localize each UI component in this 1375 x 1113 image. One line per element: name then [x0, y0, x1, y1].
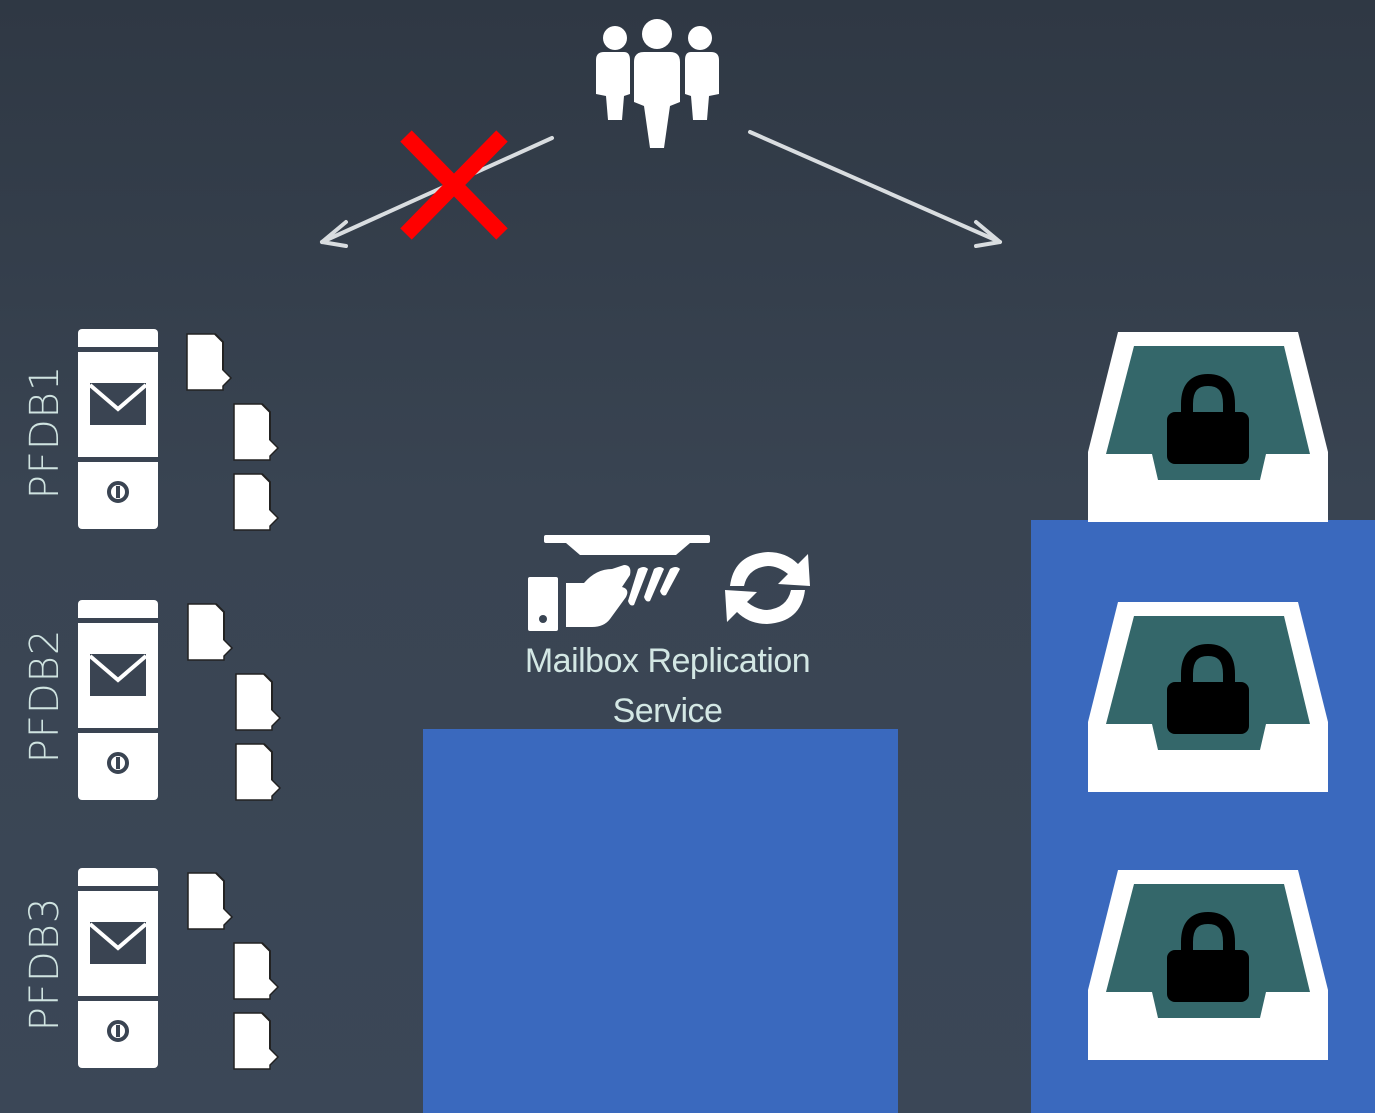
folder-icon — [186, 333, 233, 391]
sync-icon — [725, 552, 810, 624]
locked-mailbox-icon — [1088, 870, 1328, 1060]
arrow-head-left — [320, 220, 348, 248]
mail-server-icon — [78, 600, 158, 800]
red-x-icon — [400, 130, 508, 240]
locked-mailbox-icon — [1088, 602, 1328, 792]
folder-icon — [187, 872, 234, 930]
pfdb2-label: PFDB2 — [22, 628, 68, 764]
folder-icon — [235, 743, 282, 801]
folder-icon — [235, 673, 282, 731]
mail-server-icon — [78, 868, 158, 1068]
folder-icon — [233, 1012, 280, 1070]
users-group-icon — [596, 19, 719, 148]
service-title-line1: Mailbox Replication — [524, 642, 811, 680]
arrow-to-pfdbs — [320, 136, 554, 244]
mail-server-icon — [78, 329, 158, 529]
pfdb3-label: PFDB3 — [22, 896, 68, 1032]
connection-arrows — [320, 130, 1002, 248]
pfdb1-label: PFDB1 — [22, 364, 68, 500]
replication-service-box — [423, 729, 898, 1113]
mailbox-replication-service-label: Mailbox Replication Service — [440, 636, 895, 736]
folder-icon — [187, 603, 234, 661]
arrow-head-right — [974, 220, 1002, 248]
hand-serving-tray-icon — [528, 535, 710, 631]
arrow-to-mailboxes — [748, 130, 1002, 244]
locked-mailbox-icon — [1088, 332, 1328, 522]
service-title-line2: Service — [612, 692, 723, 730]
folder-icon — [233, 942, 280, 1000]
folder-icon — [233, 473, 280, 531]
folder-icon — [233, 403, 280, 461]
